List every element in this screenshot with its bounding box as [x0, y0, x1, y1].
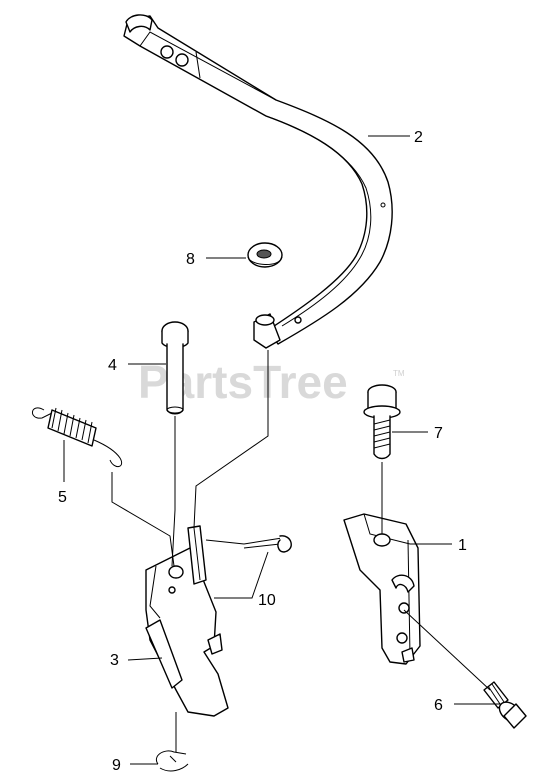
part-9-clip[interactable]: [156, 750, 189, 772]
part-6-flange-bolt[interactable]: [483, 681, 527, 729]
callout-9[interactable]: 9: [112, 757, 121, 774]
part-7-flange-bolt[interactable]: [363, 384, 401, 460]
part-10-cotter-pin[interactable]: [243, 535, 292, 553]
part-3-brake-lever[interactable]: [145, 525, 229, 717]
callout-labels: 1 2 3 4 5 6 7 8 9 10: [58, 129, 467, 774]
callout-7[interactable]: 7: [434, 425, 443, 442]
callout-8[interactable]: 8: [186, 251, 195, 268]
callout-3[interactable]: 3: [110, 652, 119, 669]
part-8-washer[interactable]: [247, 242, 283, 268]
callout-4[interactable]: 4: [108, 357, 117, 374]
part-1-bracket[interactable]: [343, 513, 421, 665]
callout-5[interactable]: 5: [58, 489, 67, 506]
watermark-trademark: TM: [393, 369, 405, 378]
assembly-lines: [111, 350, 491, 752]
callout-leaders: [63, 135, 502, 765]
callout-10[interactable]: 10: [258, 592, 276, 609]
band-end-clevis: [253, 313, 281, 349]
part-2-brake-band[interactable]: [123, 14, 393, 345]
callout-2[interactable]: 2: [414, 129, 423, 146]
part-4-clevis-pin[interactable]: [161, 321, 189, 415]
callout-1[interactable]: 1: [458, 537, 467, 554]
callout-6[interactable]: 6: [434, 697, 443, 714]
part-5-spring[interactable]: [32, 407, 123, 467]
